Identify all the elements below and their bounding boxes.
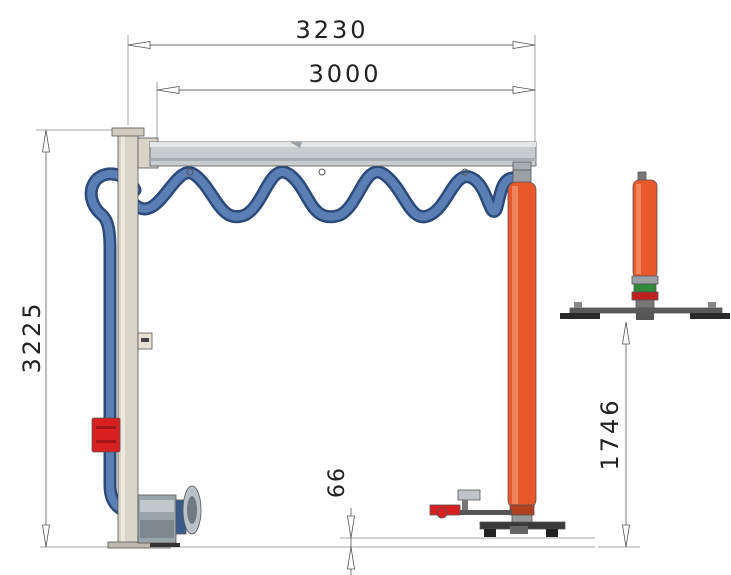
dimension-label-3000: 3000	[308, 60, 381, 88]
suction-gripper	[429, 489, 566, 537]
lift-tube-side-view	[560, 171, 730, 320]
crane-column	[107, 127, 171, 549]
vacuum-hose	[84, 165, 519, 522]
dimension-lift-height: 1746	[596, 321, 630, 548]
dimension-label-1746: 1746	[596, 397, 624, 470]
dimension-overall-height: 3225	[18, 129, 118, 548]
lift-tube	[507, 169, 537, 524]
arrow-up-icon	[42, 129, 50, 153]
dimension-label-66: 66	[325, 466, 350, 498]
crane-boom	[137, 137, 537, 176]
arrow-right-icon	[512, 86, 536, 94]
arrow-up-icon	[622, 321, 630, 345]
control-box	[91, 417, 121, 453]
arrow-down-icon	[347, 515, 355, 539]
arrow-left-icon	[127, 41, 151, 49]
dimension-boom-length: 3000	[156, 60, 536, 140]
vacuum-pump	[137, 485, 202, 547]
arrow-left-icon	[156, 86, 180, 94]
arrow-right-icon	[512, 41, 536, 49]
arrow-down-icon	[42, 524, 50, 548]
dimension-label-3225: 3225	[18, 300, 46, 373]
dimension-floor-clearance: 66	[325, 466, 355, 575]
dimension-overall-width: 3230	[127, 16, 536, 142]
dimension-label-3230: 3230	[295, 16, 368, 44]
arrow-down-icon	[622, 524, 630, 548]
arrow-up-icon	[347, 546, 355, 570]
